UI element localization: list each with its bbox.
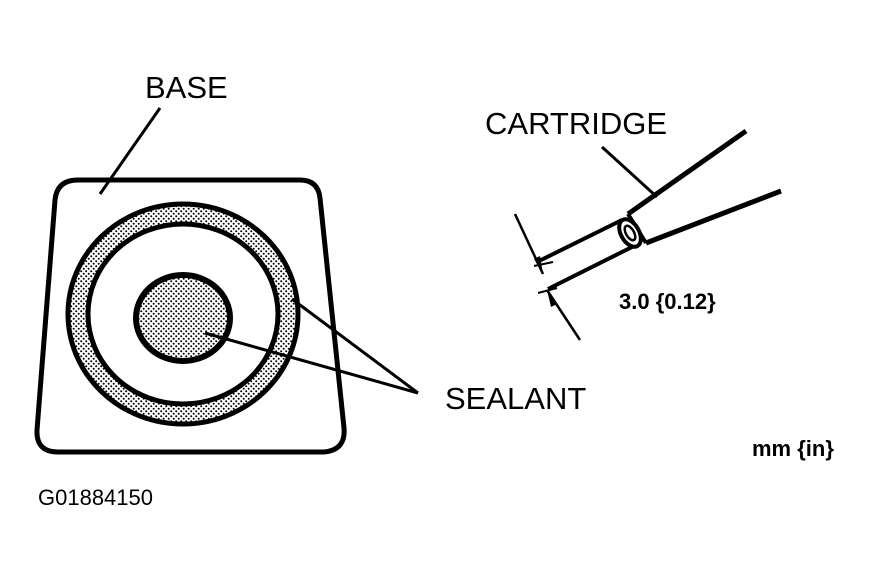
dimension-indicator (513, 213, 582, 341)
sealant-leader-line-center (204, 331, 419, 395)
outer-sealant-ring (65, 201, 301, 427)
base-plate-outline (34, 177, 347, 455)
dimension-label: 3.0 {0.12} (619, 289, 716, 314)
sealant-label: SEALANT (445, 381, 586, 416)
center-sealant-dot (133, 272, 233, 364)
base-leader-line (98, 107, 162, 195)
sealant-leader-line-ring (291, 297, 419, 395)
base-label: BASE (145, 70, 228, 105)
cartridge-label: CARTRIDGE (485, 106, 667, 141)
units-label: mm {in} (752, 436, 834, 461)
cartridge-nozzle (536, 128, 782, 291)
figure-id-label: G01884150 (38, 485, 153, 510)
cartridge-leader-line (600, 145, 659, 199)
